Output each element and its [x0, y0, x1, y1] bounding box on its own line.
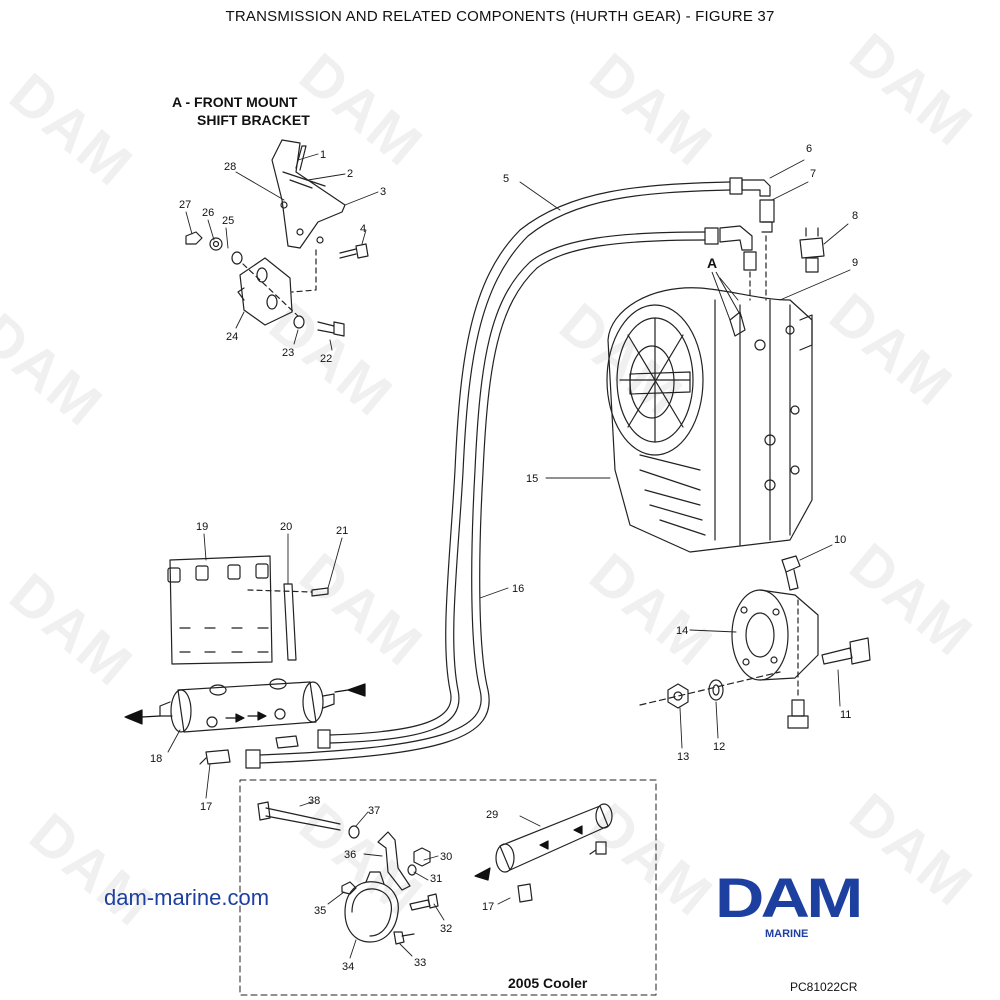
fitting-17b: [517, 883, 533, 903]
drawing-code: PC81022CR: [790, 980, 858, 994]
elbow-fitting-alt: [719, 225, 753, 251]
bolt-33: [393, 931, 405, 945]
callout-37: 37: [368, 805, 380, 817]
callout-4: 4: [360, 223, 366, 235]
callout-14: 14: [676, 625, 688, 637]
cooler-2005-parts: [257, 801, 613, 945]
temp-switch-8: [799, 237, 825, 259]
callout-13: 13: [677, 751, 689, 763]
callout-22: 22: [320, 353, 332, 365]
website-link[interactable]: dam-marine.com: [104, 885, 270, 910]
bolt-4: [339, 248, 357, 259]
cooler-box-title: 2005 Cooler: [508, 975, 588, 991]
detail-marker-a: A: [707, 255, 717, 271]
output-flange-group: [639, 555, 871, 729]
bracket-36: [377, 831, 411, 891]
elbow-fitting-6: [741, 179, 771, 197]
nut-35: [341, 881, 357, 895]
transmission-15: [606, 287, 813, 553]
callout-31: 31: [430, 873, 442, 885]
cooling-hoses: [245, 177, 743, 769]
callout-21: 21: [336, 525, 348, 537]
inset-title-line2: SHIFT BRACKET: [197, 112, 310, 128]
callout-23: 23: [282, 347, 294, 359]
hose-clamp-34: [344, 881, 399, 943]
callout-5: 5: [503, 173, 509, 185]
hose-16: [259, 231, 706, 756]
cooler-strap-20: [283, 583, 297, 661]
callout-19: 19: [196, 521, 208, 533]
cooler-bracket-group: [167, 555, 329, 665]
cooler-bracket-19: [169, 555, 273, 665]
shift-bracket-inset: [185, 139, 369, 337]
callout-11: 11: [840, 709, 851, 721]
callout-7: 7: [810, 168, 816, 180]
page-title: TRANSMISSION AND RELATED COMPONENTS (HUR…: [225, 8, 775, 25]
callout-12: 12: [713, 741, 725, 753]
callout-35: 35: [314, 905, 326, 917]
callout-33: 33: [414, 957, 426, 969]
inset-title: A - FRONT MOUNT SHIFT BRACKET: [172, 93, 310, 129]
nut-30: [413, 847, 431, 867]
bolt-10: [781, 555, 801, 573]
callout-16: 16: [512, 583, 524, 595]
callout-27: 27: [179, 199, 191, 211]
lock-washer-12: [708, 679, 724, 701]
callout-3: 3: [380, 186, 386, 198]
callout-28: 28: [224, 161, 236, 173]
callout-6: 6: [806, 143, 812, 155]
nut-27: [185, 231, 203, 245]
callout-15: 15: [526, 473, 538, 485]
shift-plate-24: [239, 257, 293, 326]
nut-13: [667, 683, 689, 709]
callout-32: 32: [440, 923, 452, 935]
callout-8: 8: [852, 210, 858, 222]
washer-37: [348, 825, 360, 839]
callout-17b: 17: [482, 901, 494, 913]
washer-31: [407, 864, 417, 876]
callout-9: 9: [852, 257, 858, 269]
callout-2: 2: [347, 168, 353, 180]
fittings-6-9: [719, 179, 825, 301]
bolt-11: [821, 647, 853, 665]
callout-30: 30: [440, 851, 452, 863]
heat-exchanger-18: [159, 678, 335, 765]
bolt-22: [317, 321, 335, 334]
shift-bracket: [271, 139, 346, 249]
callout-25: 25: [222, 215, 234, 227]
callout-labels: 1 2 3 4 5 6 7 8 9 10 11 12 13 14 15 16 1…: [150, 143, 858, 973]
cooler-2005-box: [239, 779, 657, 996]
callout-29: 29: [486, 809, 498, 821]
hose-5: [329, 181, 731, 736]
callout-26: 26: [202, 207, 214, 219]
washer-26: [209, 237, 223, 251]
callout-36: 36: [344, 849, 356, 861]
output-flange-14: [731, 589, 789, 681]
dam-marine-logo: DAM MARINE: [715, 870, 895, 941]
callout-20: 20: [280, 521, 292, 533]
bolt-32: [409, 899, 431, 911]
adapter-fitting-7: [759, 199, 775, 223]
washer-23: [293, 315, 305, 329]
callout-34: 34: [342, 961, 354, 973]
cooler-29: [499, 805, 609, 871]
bolt-38: [265, 807, 341, 831]
fitting-17: [205, 749, 231, 765]
callout-17: 17: [200, 801, 212, 813]
washer-25: [231, 251, 243, 265]
inset-title-line1: A - FRONT MOUNT: [172, 94, 298, 110]
callout-1: 1: [320, 149, 326, 161]
leader-lines: [167, 153, 851, 959]
adapter-fitting-alt: [743, 251, 757, 271]
callout-38: 38: [308, 795, 320, 807]
logo-subtext: MARINE: [765, 928, 809, 940]
flow-arrows: [124, 683, 583, 881]
callout-18: 18: [150, 753, 162, 765]
callout-24: 24: [226, 331, 238, 343]
callout-10: 10: [834, 534, 846, 546]
screw-21: [311, 587, 329, 597]
logo-mark: DAM: [715, 866, 863, 929]
rivet-28: [280, 201, 288, 209]
